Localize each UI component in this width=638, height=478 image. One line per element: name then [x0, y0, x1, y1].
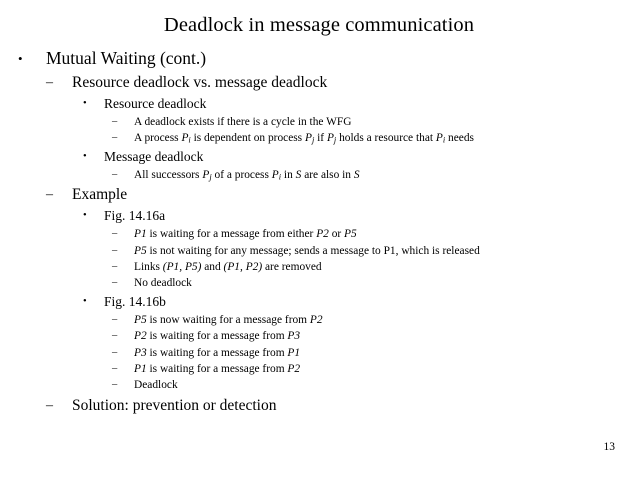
outline-item-label: P5 is now waiting for a message from P2	[134, 313, 323, 326]
outline-item-label: All successors Pj of a process Pi in S a…	[134, 168, 360, 182]
bullet-dash-icon: –	[112, 277, 118, 289]
bullet-dash-icon: –	[46, 187, 53, 203]
bullet-disc-icon: •	[83, 150, 87, 162]
outline-item-label: No deadlock	[134, 277, 192, 290]
outline-item-level-4: – P3 is waiting for a message from P1	[0, 345, 638, 361]
outline-item-label: Solution: prevention or detection	[72, 396, 277, 414]
outline-item-level-4: – No deadlock	[0, 275, 638, 291]
outline-item-label: P1 is waiting for a message from either …	[134, 228, 357, 241]
page-number: 13	[603, 441, 616, 453]
outline-item-label: A process Pi is dependent on process Pj …	[134, 132, 474, 145]
outline-item-level-4: – A process Pi is dependent on process Pj…	[0, 130, 638, 146]
outline-item-label: P2 is waiting for a message from P3	[134, 330, 301, 343]
outline-item-label: Fig. 14.16b	[104, 293, 166, 309]
outline-item-level-3: • Message deadlock	[0, 147, 638, 167]
bullet-dash-icon: –	[112, 362, 118, 374]
bullet-disc-icon: •	[18, 51, 23, 66]
outline-item-level-4: – P1 is waiting for a message from either…	[0, 226, 638, 242]
outline-item-level-4: – P5 is now waiting for a message from P2	[0, 312, 638, 328]
outline-item-level-4: – A deadlock exists if there is a cycle i…	[0, 114, 638, 130]
outline-item-label: Fig. 14.16a	[104, 208, 166, 224]
outline-item-label: Resource deadlock	[104, 96, 207, 111]
outline-item-label: A deadlock exists if there is a cycle in…	[134, 116, 352, 128]
outline-item-level-2: – Solution: prevention or detection	[0, 394, 638, 417]
outline-item-level-4: – P5 is not waiting for any message; send…	[0, 243, 638, 259]
bullet-dash-icon: –	[112, 346, 118, 358]
outline-item-level-2: – Example	[0, 183, 638, 206]
bullet-dash-icon: –	[112, 116, 118, 127]
bullet-disc-icon: •	[83, 210, 87, 222]
bullet-dash-icon: –	[112, 379, 118, 391]
bullet-disc-icon: •	[83, 98, 87, 109]
bullet-disc-icon: •	[83, 295, 87, 307]
outline-item-label: P3 is waiting for a message from P1	[134, 346, 301, 359]
outline-item-level-3: • Resource deadlock	[0, 94, 638, 114]
outline-item-level-3: • Fig. 14.16b	[0, 292, 638, 312]
outline-item-level-1: • Mutual Waiting (cont.)	[0, 46, 638, 71]
bullet-dash-icon: –	[112, 132, 118, 144]
outline-item-level-3: • Fig. 14.16a	[0, 206, 638, 226]
outline-item-label: Mutual Waiting (cont.)	[46, 48, 207, 68]
bullet-dash-icon: –	[112, 168, 118, 180]
outline-item-level-2: – Resource deadlock vs. message deadlock	[0, 71, 638, 94]
bullet-dash-icon: –	[112, 244, 118, 256]
bullet-dash-icon: –	[112, 330, 118, 342]
outline-item-level-4: – P1 is waiting for a message from P2	[0, 361, 638, 377]
bullet-dash-icon: –	[112, 260, 118, 272]
outline-item-label: Message deadlock	[104, 148, 204, 164]
outline-item-label: P1 is waiting for a message from P2	[134, 362, 301, 375]
outline-item-label: P5 is not waiting for any message; sends…	[134, 244, 480, 257]
bullet-dash-icon: –	[112, 313, 118, 325]
outline-item-level-4: – Links (P1, P5) and (P1, P2) are removed	[0, 259, 638, 275]
outline-item-level-4: – P2 is waiting for a message from P3	[0, 328, 638, 344]
outline-item-label: Example	[72, 186, 128, 204]
bullet-dash-icon: –	[112, 228, 118, 240]
bullet-dash-icon: –	[46, 397, 53, 413]
outline-item-label: Deadlock	[134, 379, 178, 392]
outline-item-level-4: – All successors Pj of a process Pi in S …	[0, 167, 638, 183]
outline-item-level-4: – Deadlock	[0, 377, 638, 393]
outline-item-label: Resource deadlock vs. message deadlock	[72, 74, 328, 91]
bullet-dash-icon: –	[46, 75, 53, 90]
outline-item-label: Links (P1, P5) and (P1, P2) are removed	[134, 260, 322, 273]
page-title: Deadlock in message communication	[163, 14, 475, 36]
slide-outline: • Mutual Waiting (cont.) – Resource deadloc…	[0, 46, 638, 417]
